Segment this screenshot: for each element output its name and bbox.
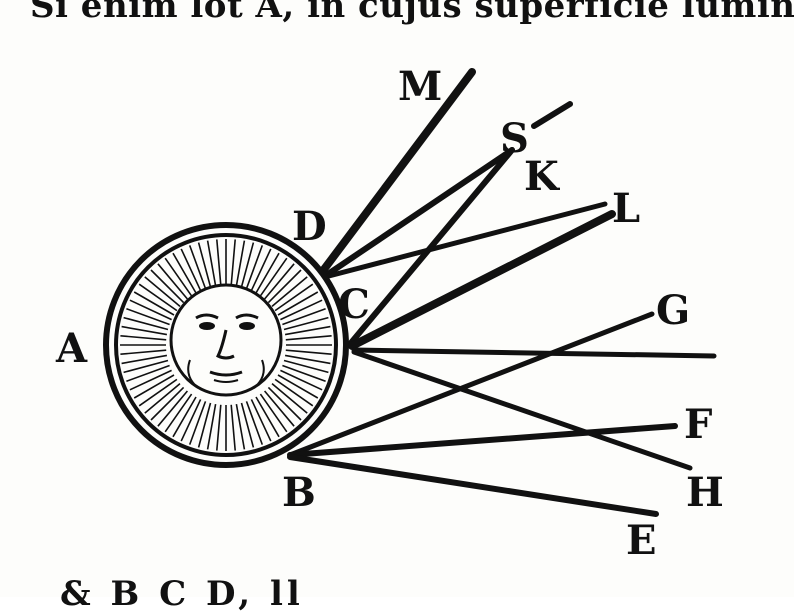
page: Si enim lot A, in cujus superficie lumin… [30, 0, 794, 614]
ray-to-G [287, 311, 655, 458]
ray-to-L-upper [322, 201, 608, 280]
label-A: A [55, 325, 88, 372]
label-M: M [398, 63, 442, 110]
footer-text: & B C D, ll [60, 574, 304, 614]
ray-to-H [351, 349, 693, 471]
ray-horizontal [351, 347, 717, 359]
label-H: H [686, 469, 724, 516]
label-C: C [338, 281, 370, 328]
sun-face-icon [103, 222, 349, 468]
label-G: G [656, 287, 690, 334]
ray-to-M [318, 68, 476, 276]
label-E: E [626, 517, 657, 564]
sun-rays-diagram: M S K L D C G A F H B E [55, 63, 724, 564]
ray-to-E [287, 454, 659, 517]
header-text: Si enim lot A, in cujus superficie lumin… [30, 0, 794, 26]
ray-to-S-from-D [322, 147, 515, 279]
label-B: B [282, 469, 316, 516]
label-K: K [524, 153, 560, 200]
ray-to-L-lower [348, 210, 616, 350]
label-L: L [612, 185, 640, 232]
label-S: S [500, 115, 529, 162]
ray-to-K [531, 101, 573, 129]
label-D: D [292, 203, 327, 250]
label-F: F [684, 401, 712, 448]
ray-to-F [287, 423, 678, 458]
